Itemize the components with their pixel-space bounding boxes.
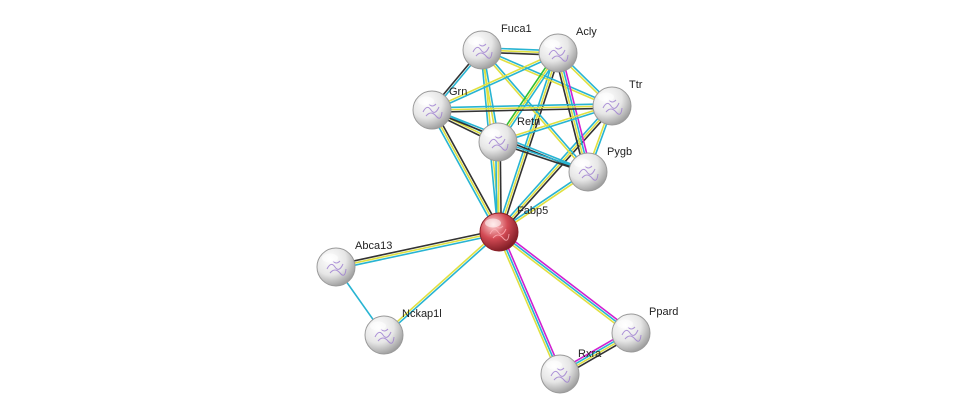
node-label: Ppard [649, 306, 678, 318]
node-label: Rxra [578, 348, 602, 360]
edge-fabp5-nckap1l[interactable] [382, 230, 501, 337]
edge-fabp5-acly[interactable] [496, 52, 561, 233]
node-label: Abca13 [355, 240, 392, 252]
node-ttr[interactable]: Ttr [592, 79, 643, 126]
edge-line-yellow [431, 51, 558, 110]
edge-line-yellow [335, 231, 500, 268]
edge-line-black [500, 106, 615, 235]
node-bubble[interactable] [611, 313, 651, 353]
node-highlight [418, 96, 434, 106]
edge-line-yellow [382, 230, 499, 335]
edge-line-cyan [336, 233, 500, 270]
edge-fabp5-abca13[interactable] [335, 229, 500, 270]
node-retn[interactable]: Retn [478, 116, 540, 162]
edge-line-cyan [429, 110, 498, 234]
node-highlight [546, 360, 562, 370]
node-label: Fabp5 [517, 205, 548, 217]
edge-line-yellow [481, 50, 612, 108]
edge-line-magenta [499, 229, 633, 332]
node-label: Fuca1 [501, 23, 532, 35]
edge-line-cyan [482, 48, 613, 106]
node-highlight [468, 36, 484, 46]
node-highlight [322, 253, 338, 263]
edge-line-yellow [496, 232, 559, 376]
edge-fabp5-rxra[interactable] [496, 230, 563, 376]
node-bubble[interactable] [479, 212, 519, 252]
node-bubble[interactable] [412, 90, 452, 130]
edge-acly-grn[interactable] [431, 51, 559, 112]
edge-line-black [433, 108, 502, 232]
node-fuca1[interactable]: Fuca1 [462, 23, 532, 70]
edge-line-black [335, 229, 499, 266]
edge-line-yellow [480, 50, 588, 174]
edge-line-cyan [384, 232, 501, 337]
edge-line-cyan [498, 106, 613, 144]
node-bubble[interactable] [592, 86, 632, 126]
edge-fuca1-ttr[interactable] [481, 48, 613, 108]
node-label: Nckap1l [402, 308, 442, 320]
node-acly[interactable]: Acly [538, 26, 597, 73]
node-nckap1l[interactable]: Nckap1l [364, 308, 442, 355]
edge-line-black [432, 107, 613, 113]
node-bubble[interactable] [364, 315, 404, 355]
edges-layer [335, 47, 634, 378]
edge-line-yellow [497, 233, 631, 336]
node-label: Acly [576, 26, 597, 38]
edge-line-yellow [556, 53, 588, 173]
edge-line-black [500, 53, 561, 233]
edge-line-cyan [558, 52, 590, 172]
edge-line-cyan [431, 103, 612, 109]
edge-line-yellow [431, 109, 500, 233]
node-bubble[interactable] [568, 152, 608, 192]
edge-fabp5-ppard[interactable] [497, 229, 633, 336]
edge-line-cyan [432, 53, 559, 112]
node-abca13[interactable]: Abca13 [316, 240, 392, 287]
edge-line-cyan [498, 231, 561, 375]
edge-line-yellow [431, 105, 613, 111]
node-label: Grn [449, 86, 467, 98]
node-highlight [598, 92, 614, 102]
edge-line-yellow [498, 105, 613, 233]
edge-line-black [554, 53, 586, 174]
edge-line-yellow [498, 52, 559, 233]
node-bubble[interactable] [316, 247, 356, 287]
node-bubble[interactable] [462, 30, 502, 70]
edge-acly-pygb[interactable] [554, 51, 592, 174]
node-highlight [617, 319, 633, 329]
node-highlight [544, 39, 560, 49]
node-label: Retn [517, 116, 540, 128]
node-highlight [370, 321, 386, 331]
edge-grn-ttr[interactable] [431, 103, 613, 113]
node-label: Ttr [629, 79, 643, 91]
edge-line-cyan [496, 52, 557, 232]
edge-line-magenta [560, 51, 592, 172]
node-highlight [574, 158, 590, 168]
edge-line-yellow [497, 104, 612, 142]
node-label: Pygb [607, 146, 632, 158]
edge-line-cyan [498, 231, 632, 334]
node-grn[interactable]: Grn [412, 86, 467, 130]
node-highlight [484, 128, 500, 138]
node-fabp5[interactable]: Fabp5 [479, 205, 548, 252]
edge-line-cyan [496, 103, 611, 232]
node-bubble[interactable] [538, 33, 578, 73]
edge-ttr-retn[interactable] [497, 104, 613, 144]
edge-fabp5-grn[interactable] [429, 108, 502, 234]
node-pygb[interactable]: Pygb [568, 146, 632, 192]
node-bubble[interactable] [478, 122, 518, 162]
edge-fabp5-ttr[interactable] [496, 103, 615, 235]
node-ppard[interactable]: Ppard [611, 306, 678, 353]
node-highlight [485, 218, 501, 228]
node-rxra[interactable]: Rxra [540, 348, 602, 394]
edge-line-magenta [500, 230, 563, 374]
node-bubble[interactable] [540, 354, 580, 394]
